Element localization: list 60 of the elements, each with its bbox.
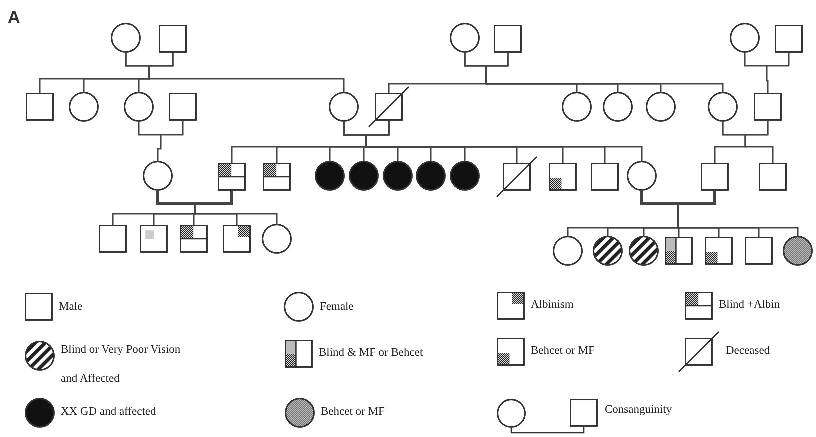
female-symbol: [416, 161, 446, 191]
female-symbol: [143, 161, 173, 191]
mating-line: [640, 191, 716, 206]
female-symbol: [603, 92, 633, 122]
female-symbol: [629, 236, 659, 266]
legend-label: XX GD and affected: [61, 405, 156, 419]
female-symbol: [593, 236, 623, 266]
female-symbol: [111, 23, 141, 53]
male-symbol: [665, 237, 693, 265]
female-symbol: [262, 224, 292, 254]
female-symbol: [450, 161, 480, 191]
male-symbol: [26, 93, 54, 121]
male-symbol: [494, 25, 522, 53]
male-symbol: [99, 225, 127, 253]
male-symbol: [549, 163, 577, 191]
legend-label: Female: [320, 300, 354, 314]
male-symbol: [775, 25, 803, 53]
male-symbol: [705, 237, 733, 265]
panel-label: A: [8, 8, 20, 28]
female-symbol: [69, 92, 99, 122]
female-symbol: [730, 23, 760, 53]
male-symbol: [591, 163, 619, 191]
female-symbol: [315, 161, 345, 191]
male-symbol: [180, 225, 208, 253]
legend-label: Behcet or MF: [321, 405, 385, 419]
male-symbol: [218, 163, 246, 191]
mating-line: [156, 191, 234, 206]
male-symbol: [159, 25, 187, 53]
male-symbol: [496, 156, 538, 198]
legend-label: Male: [59, 300, 83, 314]
male-symbol: [759, 163, 787, 191]
legend-label: Blind or Very Poor Vision and Affected: [61, 343, 182, 387]
female-symbol: [329, 92, 359, 122]
male-symbol: [745, 237, 773, 265]
descent-line: [744, 121, 774, 163]
female-symbol: [450, 23, 480, 53]
legend-label: Blind & MF or Behcet: [319, 346, 424, 360]
legend-label: Consanguinity: [605, 403, 672, 417]
descent-line: [766, 53, 790, 93]
male-symbol: [263, 163, 291, 191]
legend-label: Deceased: [726, 344, 770, 358]
legend-label: Albinism: [531, 298, 574, 312]
female-symbol: [562, 92, 592, 122]
male-symbol: [701, 163, 729, 191]
female-symbol: [349, 161, 379, 191]
female-symbol: [383, 161, 413, 191]
male-symbol: [368, 86, 410, 128]
female-symbol: [553, 236, 583, 266]
descent-line: [157, 121, 184, 161]
female-symbol: [627, 161, 657, 191]
legend-label: Behcet or MF: [531, 344, 595, 358]
male-symbol: [169, 93, 197, 121]
female-symbol: [783, 236, 813, 266]
female-symbol: [124, 92, 154, 122]
male-symbol: [140, 225, 168, 253]
male-symbol: [754, 93, 782, 121]
legend-label: Blind +Albin: [719, 298, 780, 312]
female-symbol: [708, 92, 738, 122]
female-symbol: [646, 92, 676, 122]
male-symbol: [223, 225, 251, 253]
